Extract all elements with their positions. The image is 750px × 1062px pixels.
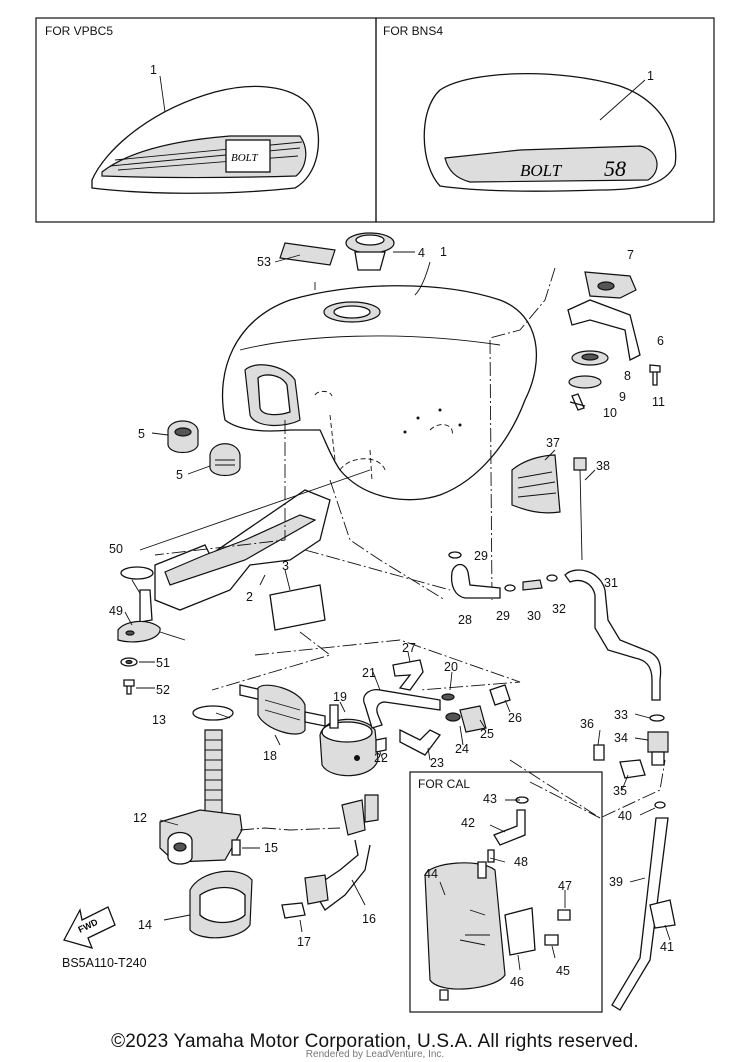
callout-12: 12 (133, 811, 147, 825)
inset-box-bns4: FOR BNS4 BOLT 58 1 (375, 17, 715, 223)
part-19-pump (319, 701, 387, 777)
callout-46: 46 (510, 975, 524, 989)
inset-title-vpbc5: FOR VPBC5 (45, 24, 113, 38)
callout-36: 36 (580, 717, 594, 731)
callout-32: 32 (552, 602, 566, 616)
callout-1: 1 (440, 245, 447, 259)
callout-41: 41 (660, 940, 674, 954)
callout-20: 20 (444, 660, 458, 674)
diagram-code: BS5A110-T240 (62, 956, 147, 970)
cal-box: FOR CAL (409, 771, 603, 1013)
callout-43: 43 (483, 792, 497, 806)
callout-13: 13 (152, 713, 166, 727)
fuel-hose-assembly (363, 651, 511, 761)
part-4-fuel-cap (345, 232, 415, 271)
callout-29a: 29 (474, 549, 488, 563)
callout-24: 24 (455, 742, 469, 756)
callout-inset-1a: 1 (150, 63, 157, 77)
callout-numbers: 1 2 3 4 5 5 6 7 8 9 10 11 12 13 14 15 16… (109, 245, 674, 989)
callout-27: 27 (402, 641, 416, 655)
part-37-insulator (511, 449, 561, 514)
callout-10: 10 (603, 406, 617, 420)
callout-14: 14 (138, 918, 152, 932)
cal-box-title: FOR CAL (418, 777, 470, 791)
callout-5b: 5 (176, 468, 183, 482)
callout-42: 42 (461, 816, 475, 830)
callout-33: 33 (614, 708, 628, 722)
rendered-by-note: Rendered by LeadVenture, Inc. (305, 1049, 445, 1060)
callout-9: 9 (619, 390, 626, 404)
callout-25: 25 (480, 727, 494, 741)
callout-38: 38 (596, 459, 610, 473)
callout-5a: 5 (138, 427, 145, 441)
part-53-label (274, 242, 336, 266)
callout-52: 52 (156, 683, 170, 697)
callout-16: 16 (362, 912, 376, 926)
callout-34: 34 (614, 731, 628, 745)
callout-11: 11 (652, 395, 665, 409)
callout-6: 6 (657, 334, 664, 348)
callout-26: 26 (508, 711, 522, 725)
fuel-sender-assembly (117, 566, 186, 695)
callout-47: 47 (558, 879, 572, 893)
callout-44: 44 (424, 867, 438, 881)
badge-num-bns4: 58 (604, 156, 626, 181)
callout-50: 50 (109, 542, 123, 556)
inset-box-vpbc5: FOR VPBC5 BOLT 1 (35, 17, 377, 223)
callout-40: 40 (618, 809, 632, 823)
callout-22: 22 (374, 751, 388, 765)
part-3-gasket (269, 569, 326, 631)
badge-text-bns4: BOLT (520, 161, 563, 180)
part-5-grommets (151, 420, 241, 477)
fuel-pump-assembly (159, 705, 260, 939)
rollover-valve-assembly (593, 713, 676, 1011)
part-16-harness (281, 794, 379, 933)
fuel-tank (221, 285, 537, 501)
callout-19: 19 (333, 690, 347, 704)
callout-37: 37 (546, 436, 560, 450)
emblem-vpbc5 (225, 139, 271, 173)
callout-21: 21 (362, 666, 376, 680)
callout-39: 39 (609, 875, 623, 889)
callout-31: 31 (604, 576, 618, 590)
inset-title-bns4: FOR BNS4 (383, 24, 443, 38)
callout-48: 48 (514, 855, 528, 869)
part-18-fuel-filter (239, 684, 326, 746)
callout-8: 8 (624, 369, 631, 383)
callout-3: 3 (282, 559, 289, 573)
callout-30: 30 (527, 609, 541, 623)
tank-bracket-assembly (489, 267, 661, 601)
callout-15: 15 (264, 841, 278, 855)
callout-23: 23 (430, 756, 444, 770)
callout-18: 18 (263, 749, 277, 763)
callout-45: 45 (556, 964, 570, 978)
callout-51: 51 (156, 656, 170, 670)
vent-hose-assembly (448, 551, 662, 701)
callout-7: 7 (627, 248, 634, 262)
callout-17: 17 (297, 935, 311, 949)
tank-stripe-bns4 (444, 145, 658, 183)
emblem-text-vpbc5: BOLT (231, 152, 259, 164)
callout-2: 2 (246, 590, 253, 604)
callout-28: 28 (458, 613, 472, 627)
callout-49: 49 (109, 604, 123, 618)
callout-35: 35 (613, 784, 627, 798)
fwd-arrow-icon: FWD (63, 906, 116, 949)
callout-inset-1b: 1 (647, 69, 654, 83)
copyright-notice: ©2023 Yamaha Motor Corporation, U.S.A. A… (111, 1031, 639, 1052)
part-38-cable-tie (573, 457, 596, 561)
callout-53: 53 (257, 255, 271, 269)
callout-29b: 29 (496, 609, 510, 623)
callout-4: 4 (418, 246, 425, 260)
